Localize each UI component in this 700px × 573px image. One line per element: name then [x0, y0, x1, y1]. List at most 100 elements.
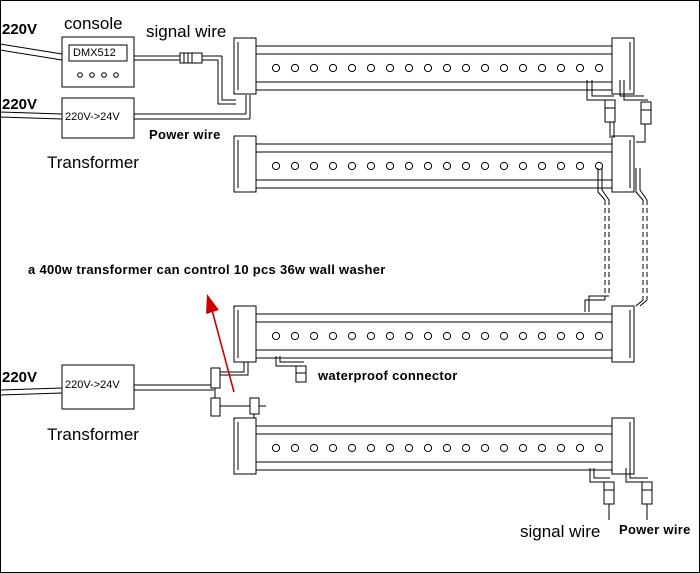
- led-dot: [328, 161, 338, 171]
- led-dot: [480, 63, 490, 73]
- led-dot: [366, 443, 376, 453]
- signal-wire-label-top: signal wire: [146, 22, 227, 41]
- led-dot: [537, 161, 547, 171]
- transformer-bottom-caption: Transformer: [47, 425, 139, 444]
- led-dot: [594, 443, 604, 453]
- transformer-bottom-rating: 220V->24V: [65, 379, 120, 391]
- led-dot: [385, 443, 395, 453]
- power-cable-top: [134, 95, 251, 120]
- wall-washer-3: [233, 305, 635, 363]
- interconnect-f1-f2: [586, 80, 652, 143]
- supply-label-bottom: 220V: [2, 369, 38, 386]
- led-dot: [442, 331, 452, 341]
- led-dot: [309, 331, 319, 341]
- led-dot: [366, 331, 376, 341]
- led-dot: [366, 161, 376, 171]
- led-dot: [537, 331, 547, 341]
- led-dot: [537, 63, 547, 73]
- led-dot: [423, 443, 433, 453]
- led-dot: [271, 443, 281, 453]
- led-dot: [271, 161, 281, 171]
- led-dot: [290, 161, 300, 171]
- led-dot: [385, 63, 395, 73]
- supply-label-top-1: 220V: [2, 21, 38, 38]
- power-wire-label-bottom: Power wire: [619, 522, 691, 537]
- led-dot: [385, 331, 395, 341]
- led-dot: [461, 331, 471, 341]
- led-dot: [518, 161, 528, 171]
- led-dot: [347, 63, 357, 73]
- led-dot: [423, 331, 433, 341]
- led-dot: [309, 63, 319, 73]
- led-dot: [461, 443, 471, 453]
- led-dot: [366, 63, 376, 73]
- led-dot: [347, 161, 357, 171]
- led-dot: [575, 161, 585, 171]
- led-dot: [290, 63, 300, 73]
- led-dot: [594, 161, 604, 171]
- led-dot: [480, 443, 490, 453]
- transformer-top-caption: Transformer: [47, 153, 139, 172]
- led-dot: [556, 443, 566, 453]
- led-dot: [575, 443, 585, 453]
- led-dot: [404, 331, 414, 341]
- led-dot: [271, 331, 281, 341]
- led-dot: [328, 63, 338, 73]
- supply-line-top-1: [0, 43, 63, 61]
- led-dot: [309, 161, 319, 171]
- led-dot: [518, 443, 528, 453]
- dashed-cable-signal: [604, 200, 610, 300]
- dashed-cable-power: [642, 200, 648, 300]
- led-dot: [461, 63, 471, 73]
- console-model: DMX512: [73, 47, 116, 59]
- led-dot: [518, 63, 528, 73]
- transformer-capacity-note: a 400w transformer can control 10 pcs 36…: [28, 262, 386, 277]
- signal-cable-bottom: [589, 468, 615, 520]
- led-dot: [461, 161, 471, 171]
- led-dot: [271, 63, 281, 73]
- led-dot: [499, 63, 509, 73]
- cable-f2-down: [584, 168, 648, 312]
- supply-line-bottom: [0, 387, 63, 396]
- led-dot: [480, 331, 490, 341]
- led-dot: [594, 63, 604, 73]
- led-dot: [499, 331, 509, 341]
- led-dot: [290, 331, 300, 341]
- wall-washer-4: [233, 417, 635, 475]
- waterproof-connector-label: waterproof connector: [318, 368, 458, 383]
- console-unit: [61, 36, 135, 88]
- led-dot: [423, 161, 433, 171]
- led-dot: [480, 161, 490, 171]
- led-dot: [385, 161, 395, 171]
- transformer-top: [61, 97, 135, 139]
- led-dot: [442, 63, 452, 73]
- wall-washer-1: [233, 37, 635, 95]
- led-dot: [594, 331, 604, 341]
- led-dot: [404, 443, 414, 453]
- signal-wire-label-bottom: signal wire: [520, 522, 601, 541]
- wall-washer-2: [233, 135, 635, 193]
- led-dot: [423, 63, 433, 73]
- led-dot: [328, 331, 338, 341]
- console-title: console: [64, 14, 123, 33]
- led-dot: [404, 63, 414, 73]
- led-dot: [499, 161, 509, 171]
- led-dot: [404, 161, 414, 171]
- power-wire-label-top: Power wire: [149, 127, 221, 142]
- led-dot: [556, 63, 566, 73]
- transformer-top-rating: 220V->24V: [65, 111, 120, 123]
- supply-label-top-2: 220V: [2, 96, 38, 113]
- wall-washer-group: [233, 37, 635, 475]
- led-dot: [575, 63, 585, 73]
- led-dot: [518, 331, 528, 341]
- led-dot: [442, 161, 452, 171]
- led-dot: [537, 443, 547, 453]
- led-dot: [328, 443, 338, 453]
- power-cable-bottom: [134, 362, 266, 425]
- led-dot: [347, 443, 357, 453]
- console-signal-cable: [134, 52, 236, 105]
- led-dot: [290, 443, 300, 453]
- led-dot: [556, 161, 566, 171]
- led-dot: [442, 443, 452, 453]
